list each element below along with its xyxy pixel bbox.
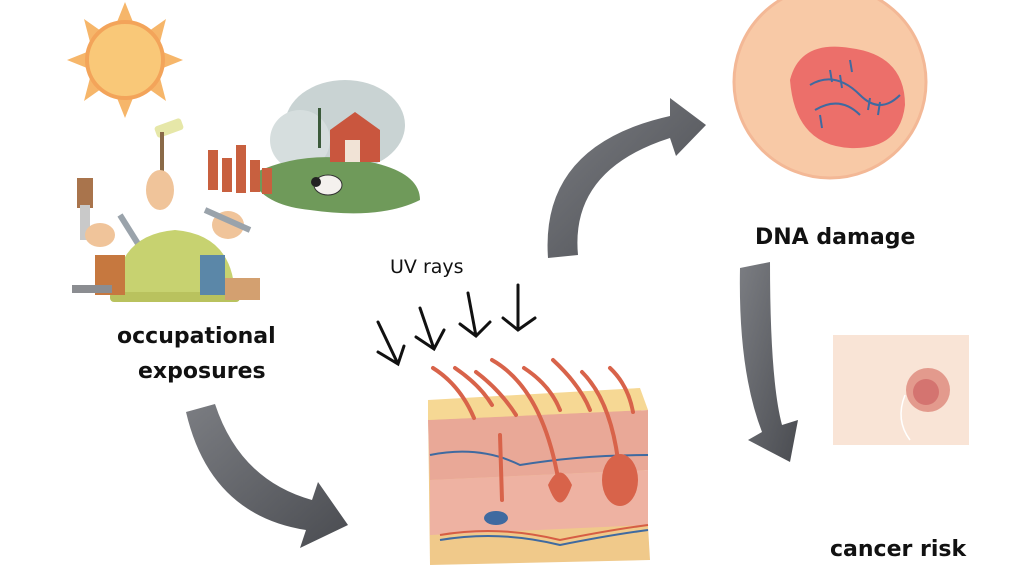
occupational-label: occupational <box>117 324 276 349</box>
farm-scene-illustration <box>208 80 420 214</box>
dna-damage-label: DNA damage <box>755 225 916 250</box>
skin-cross-section-illustration <box>428 358 650 565</box>
sun-icon <box>67 2 183 118</box>
cancer-lesion-illustration <box>833 335 969 445</box>
workers-tools-illustration <box>72 118 260 302</box>
arrow-to-dna-damage <box>547 98 706 258</box>
dna-damage-cell-illustration <box>732 0 928 180</box>
arrow-to-skin <box>186 404 348 548</box>
cancer-risk-label: cancer risk <box>830 537 967 562</box>
uv-ray-arrows-icon <box>376 283 537 367</box>
arrow-to-cancer-risk <box>739 262 798 462</box>
exposures-label: exposures <box>138 359 266 384</box>
uv-rays-label: UV rays <box>390 256 464 278</box>
